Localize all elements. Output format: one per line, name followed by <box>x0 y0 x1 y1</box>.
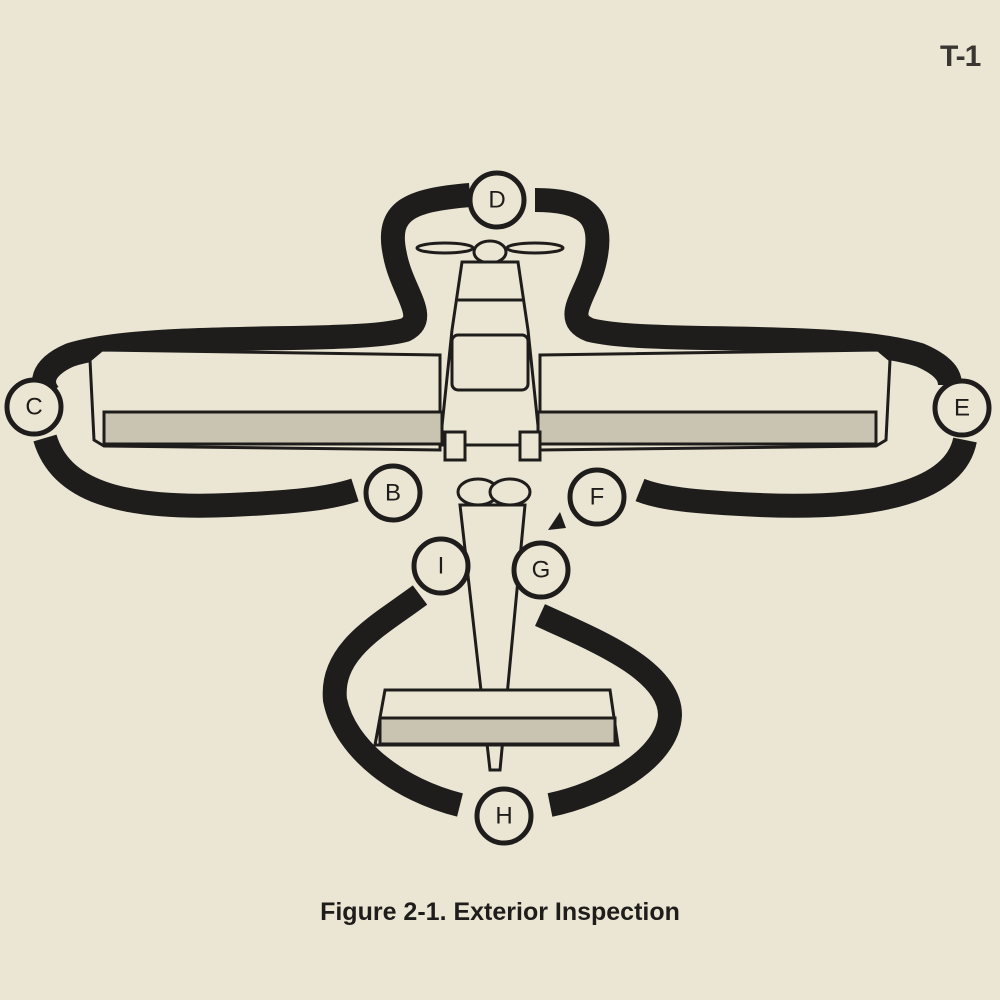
station-marker-b: B <box>363 463 423 523</box>
station-marker-f: F <box>548 467 627 530</box>
svg-text:I: I <box>438 553 445 580</box>
path-tail-right <box>535 604 683 817</box>
right-strut-root <box>518 430 542 462</box>
svg-text:B: B <box>385 480 401 507</box>
airplane-top-view <box>88 239 892 772</box>
spinner <box>472 239 508 265</box>
inspection-path <box>32 183 977 817</box>
station-marker-i: I <box>411 536 471 596</box>
left-strut-root <box>443 430 467 462</box>
svg-text:C: C <box>25 394 42 421</box>
path-right-upper <box>534 188 962 386</box>
propeller-blade-right <box>505 241 565 255</box>
cockpit <box>450 333 530 392</box>
figure-caption: Figure 2-1. Exterior Inspection <box>320 898 680 926</box>
svg-text:H: H <box>495 803 512 830</box>
station-marker-h: H <box>474 786 534 846</box>
gear-right <box>488 477 532 507</box>
path-tail-left <box>322 585 464 817</box>
right-aileron <box>536 410 878 446</box>
left-aileron <box>102 410 444 446</box>
path-right-lower <box>635 436 977 518</box>
elevator <box>378 716 617 746</box>
station-marker-e: E <box>932 378 992 438</box>
path-left-upper <box>32 183 471 404</box>
svg-text:F: F <box>590 484 605 511</box>
path-left-lower <box>33 434 359 518</box>
svg-text:E: E <box>954 395 970 422</box>
station-marker-d: D <box>467 170 527 230</box>
page-header-text: T-1 <box>940 40 981 73</box>
station-marker-g: G <box>511 540 571 600</box>
svg-text:D: D <box>488 187 505 214</box>
station-marker-c: C <box>4 377 64 437</box>
fuselage-aft <box>458 503 527 772</box>
propeller-blade-left <box>415 241 475 255</box>
svg-text:G: G <box>532 557 551 584</box>
